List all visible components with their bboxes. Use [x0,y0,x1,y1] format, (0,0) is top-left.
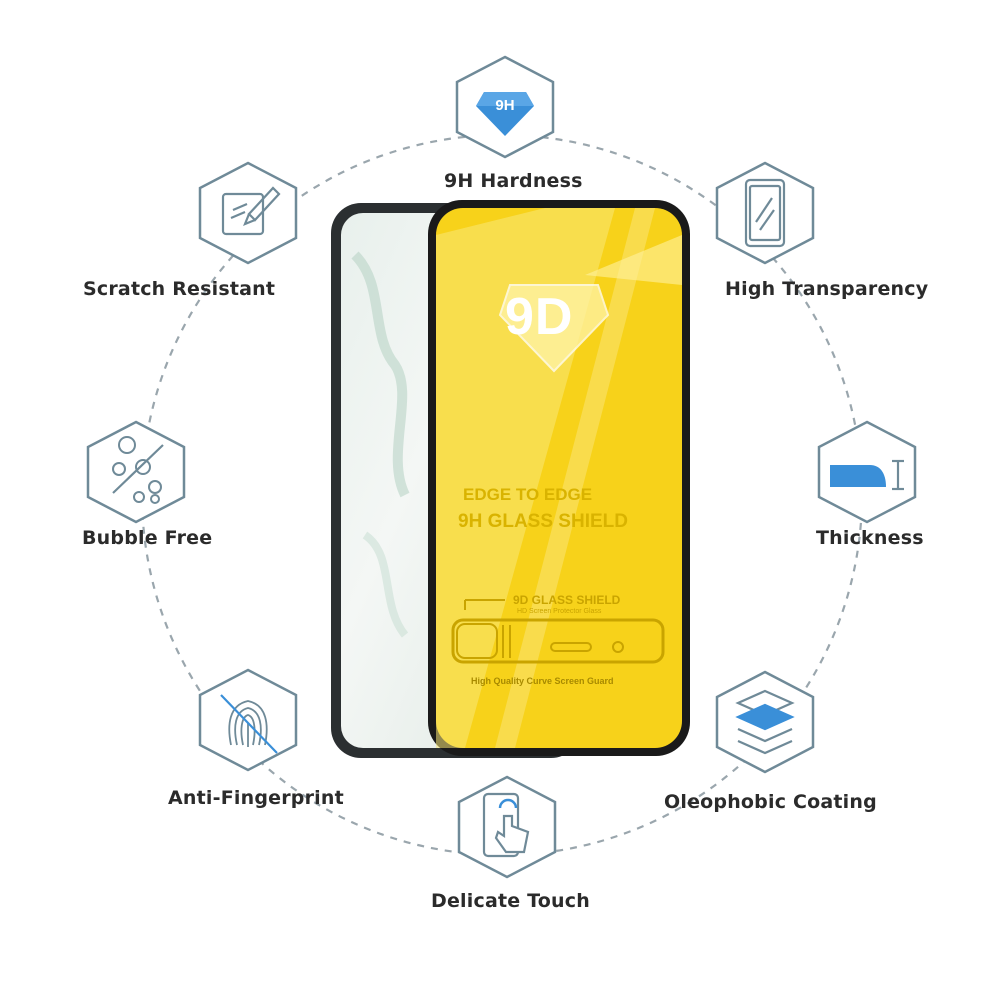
feature-label: Oleophobic Coating [664,791,877,813]
diamond-icon: 9H [476,92,534,136]
glass-badge: 9D [505,288,574,346]
scratch-icon [221,186,281,236]
feature-label: 9H Hardness [444,170,583,192]
bubbles-icon [112,436,164,504]
phone-with-glass: 9D EDGE TO EDGE 9H GLASS SHIELD 9D GLASS… [325,195,695,765]
feature-thickness: Thickness [812,417,924,567]
hex-frame [457,775,557,879]
hex-frame [198,668,298,772]
hex-frame [86,420,186,524]
transparent-phone-icon [744,178,786,248]
tagline: High Quality Curve Screen Guard [471,676,614,686]
feature-fingerprint: Anti-Fingerprint [168,665,344,815]
fingerprint-icon [220,694,278,754]
hardness-badge-text: 9H [495,97,514,114]
feature-hardness: 9H 9H Hardness [444,52,582,202]
glass-headline-2: 9H GLASS SHIELD [458,511,628,532]
glass-headline-1: EDGE TO EDGE [463,485,593,504]
hex-frame: 9H [455,55,555,159]
feature-label: Anti-Fingerprint [168,787,344,809]
thickness-profile-icon [830,459,904,491]
feature-bubble: Bubble Free [81,417,212,567]
hex-frame [198,161,298,265]
feature-label: Scratch Resistant [83,278,276,300]
feature-label: Thickness [816,527,924,549]
layers-icon [735,689,795,755]
touch-hand-icon [482,792,530,858]
feature-label: High Transparency [725,278,929,300]
hex-frame [715,670,815,774]
hex-frame [715,161,815,265]
pack-title: 9D GLASS SHIELD [513,593,621,607]
pack-subtitle: HD Screen Protector Glass [517,608,602,615]
hex-frame [817,420,917,524]
feature-label: Bubble Free [82,527,213,549]
feature-scratch: Scratch Resistant [83,158,303,308]
feature-oleophobic: Oleophobic Coating [664,667,877,817]
feature-transparency: High Transparency [710,158,928,308]
feature-label: Delicate Touch [431,890,590,912]
feature-touch: Delicate Touch [431,772,590,922]
phone-illustration [331,200,690,758]
